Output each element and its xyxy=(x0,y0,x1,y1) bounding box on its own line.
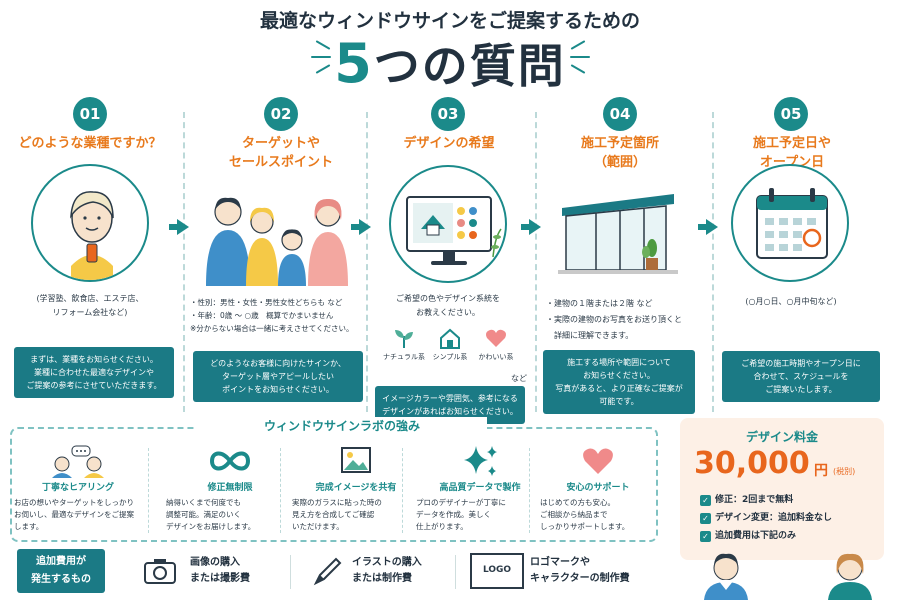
style-natural: ナチュラル系 xyxy=(379,326,429,362)
calendar-icon xyxy=(756,188,828,259)
style-cute: かわいい系 xyxy=(471,326,521,362)
step-box-01: まずは、業種をお知らせください。 業種に合わせた最適なデザインや ご提案の参考に… xyxy=(14,347,174,398)
step-note-02: ・性別：男性・女性・男性女性どちらも など ・年齢：0歳 〜 ○歳 概算でかまい… xyxy=(190,298,354,333)
style-suffix: など xyxy=(511,374,527,383)
strength-title: 修正無制限 xyxy=(207,483,253,493)
strength-item: 修正無制限 納得いくまで何度でも 調整可能。満足のいく デザインをお届けします。 xyxy=(166,444,294,533)
strength-divider xyxy=(280,448,281,533)
extra-item: ロゴマークや キャラクターの制作費 xyxy=(530,557,630,584)
strength-divider xyxy=(148,448,149,533)
leaf-icon xyxy=(395,330,413,348)
step-note-05: (○月○日、○月中旬など) xyxy=(745,297,837,306)
page-subtitle: 最適なウィンドウサインをご提案するための xyxy=(259,10,640,32)
price-row: ✓デザイン変更：追加料金なし xyxy=(700,510,832,524)
check-icon: ✓ xyxy=(700,531,711,542)
step-title-01: どのような業種ですか？ xyxy=(18,136,162,151)
step-note-04: ・建物の１階または２階 など ・実際の建物のお写真をお送り頂くと 詳細に理解でき… xyxy=(546,299,682,340)
strength-title: 高品質データで製作 xyxy=(439,483,521,493)
title-rest: つの質問 xyxy=(373,39,566,93)
strength-item: 安心のサポート はじめての方も安心。 ご相談から納品まで しっかりサポートします… xyxy=(540,444,656,533)
page-title: 5つの質問 xyxy=(0,30,900,96)
step-number-03: 03 xyxy=(431,97,465,131)
strength-divider xyxy=(529,448,530,533)
strength-divider xyxy=(402,448,403,533)
price-label: デザイン料金 xyxy=(745,430,818,444)
step-number-02: 02 xyxy=(264,97,298,131)
step-box-02: どのようなお客様に向けたサインか、 ターゲット層やアピールしたい ポイントをお知… xyxy=(193,351,363,402)
step-note-01: (学習塾、飲食店、エステ店、 リフォーム会社など) xyxy=(36,294,144,317)
strength-title: 完成イメージを共有 xyxy=(315,483,397,493)
arrow-right-icon xyxy=(698,219,718,235)
hearing-icon xyxy=(14,444,142,478)
staff-illustration xyxy=(700,546,880,600)
strength-title: 安心のサポート xyxy=(566,483,630,493)
style-simple: シンプル系 xyxy=(425,326,475,362)
image-icon xyxy=(292,444,420,478)
title-number: 5 xyxy=(334,32,374,95)
arrow-right-icon xyxy=(169,219,189,235)
price-tax: (税別) xyxy=(833,467,856,476)
step-number-04: 04 xyxy=(603,97,637,131)
extra-item: 画像の購入 または撮影費 xyxy=(190,557,250,584)
storefront-illustration xyxy=(558,190,678,276)
step-divider xyxy=(712,112,714,412)
step-note-03: ご希望の色やデザイン系統を お教えください。 xyxy=(396,294,500,317)
strength-item: 丁寧なヒアリング お店の想いやターゲットをしっかり お伺いし、最適なデザインをご… xyxy=(14,444,142,533)
strength-item: 完成イメージを共有 実際のガラスに貼った時の 見え方を合成してご確認 いただけま… xyxy=(292,444,420,533)
monitor-design-illustration xyxy=(389,165,507,283)
strength-desc: お店の想いやターゲットをしっかり お伺いし、最適なデザインをご提案 します。 xyxy=(14,498,134,531)
sparkle-icon xyxy=(416,444,544,478)
step-title-02: ターゲットや セールスポイント xyxy=(228,136,333,170)
calendar-illustration xyxy=(731,164,849,282)
price-amount: 30,000 xyxy=(694,446,810,481)
step-title-03: デザインの希望 xyxy=(403,136,495,151)
extra-item: イラストの購入 または制作費 xyxy=(352,557,422,584)
step-box-05: ご希望の施工時期やオープン日に 合わせて、スケジュールを ご提案いたします。 xyxy=(722,351,880,402)
price-unit: 円 xyxy=(814,463,828,479)
step-box-04: 施工する場所や範囲について お知らせください。 写真があると、より正確なご提案が… xyxy=(543,350,695,414)
strength-desc: はじめての方も安心。 ご相談から納品まで しっかりサポートします。 xyxy=(540,498,630,531)
heart-icon xyxy=(540,444,656,478)
person-phone-illustration xyxy=(31,164,149,282)
step-divider xyxy=(183,112,185,412)
logo-placeholder-icon: LOGO xyxy=(470,553,524,589)
arrow-right-icon xyxy=(521,219,541,235)
step-divider xyxy=(366,112,368,412)
price-row: ✓修正：2回まで無料 xyxy=(700,492,793,506)
step-number-01: 01 xyxy=(73,97,107,131)
style-label: シンプル系 xyxy=(432,353,468,361)
strength-desc: 実際のガラスに貼った時の 見え方を合成してご確認 いただけます。 xyxy=(292,498,382,531)
check-icon: ✓ xyxy=(700,513,711,524)
extra-divider xyxy=(455,555,456,589)
step-title-04: 施工予定箇所 （範囲） xyxy=(580,136,659,170)
step-divider xyxy=(535,112,537,412)
extra-divider xyxy=(290,555,291,589)
check-icon: ✓ xyxy=(700,495,711,506)
family-illustration xyxy=(200,190,360,286)
strength-item: 高品質データで製作 プロのデザイナーが丁寧に データを作成。美しく 仕上がります… xyxy=(416,444,544,533)
arrow-right-icon xyxy=(351,219,371,235)
price-row: ✓追加費用は下記のみ xyxy=(700,528,796,542)
heart-icon xyxy=(486,329,506,347)
style-label: ナチュラル系 xyxy=(383,353,425,361)
strengths-title: ウィンドウサインラボの強み xyxy=(197,417,487,434)
strength-desc: 納得いくまで何度でも 調整可能。満足のいく デザインをお届けします。 xyxy=(166,498,256,531)
infinity-icon xyxy=(166,444,294,478)
strength-desc: プロのデザイナーが丁寧に データを作成。美しく 仕上がります。 xyxy=(416,498,506,531)
strength-title: 丁寧なヒアリング xyxy=(41,483,114,493)
price-panel xyxy=(680,418,884,560)
camera-icon xyxy=(142,555,178,591)
house-icon xyxy=(440,328,460,349)
style-label: かわいい系 xyxy=(478,353,514,361)
pencil-icon xyxy=(312,555,344,591)
extra-cost-badge: 追加費用が 発生するもの xyxy=(17,549,105,593)
step-number-05: 05 xyxy=(774,97,808,131)
